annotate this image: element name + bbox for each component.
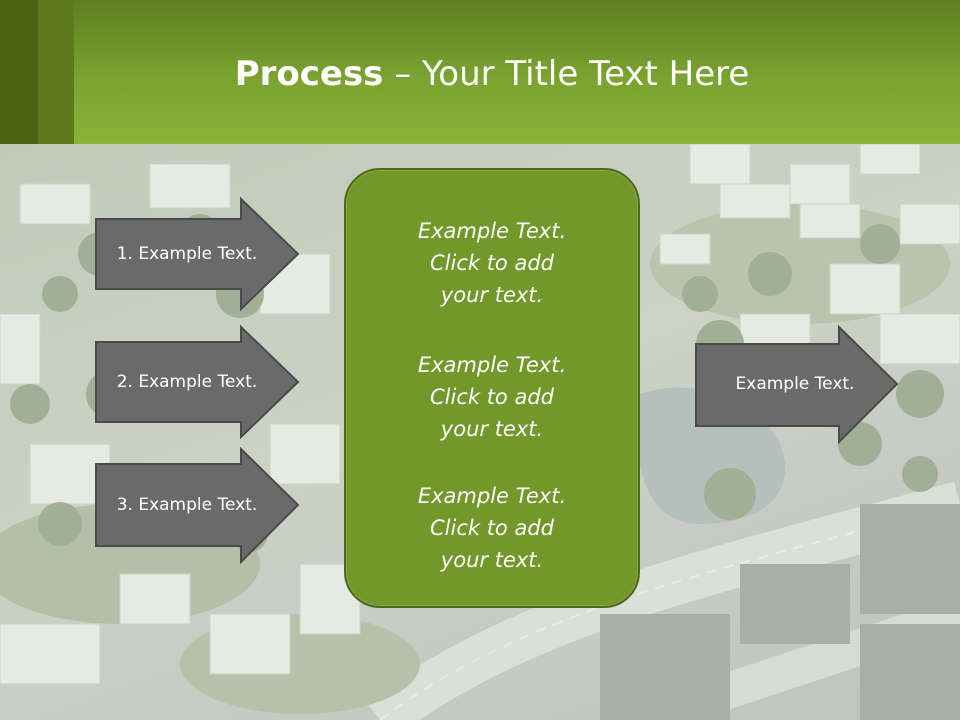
result-arrow[interactable]: Example Text. <box>695 324 899 445</box>
slide-title[interactable]: Process – Your Title Text Here <box>0 52 960 96</box>
result-arrow-label: Example Text. <box>735 374 855 394</box>
process-arrow-2-label: 2. Example Text. <box>116 372 258 392</box>
process-arrow-1-label: 1. Example Text. <box>116 244 258 264</box>
title-bar <box>0 0 960 144</box>
slide-title-rest: – Your Title Text Here <box>383 54 750 94</box>
process-arrow-3-label: 3. Example Text. <box>116 495 258 515</box>
arrow-shape-3 <box>95 446 300 565</box>
process-arrow-2[interactable]: 2. Example Text. <box>95 324 300 440</box>
process-arrow-1[interactable]: 1. Example Text. <box>95 196 300 312</box>
accent-strip-mid <box>38 0 74 144</box>
center-paragraph-2: Example Text. Click to add your text. <box>417 353 567 441</box>
result-arrow-shape <box>695 324 899 445</box>
arrow-shape-1 <box>95 196 300 312</box>
center-text-box[interactable]: Example Text. Click to add your text. Ex… <box>344 168 640 608</box>
center-paragraph-1: Example Text. Click to add your text. <box>417 219 567 307</box>
accent-strip-dark <box>0 0 38 144</box>
arrow-shape-2 <box>95 324 300 440</box>
process-arrow-3[interactable]: 3. Example Text. <box>95 446 300 565</box>
slide-title-bold: Process <box>234 54 384 94</box>
center-paragraph-3: Example Text. Click to add your text. <box>417 484 567 572</box>
